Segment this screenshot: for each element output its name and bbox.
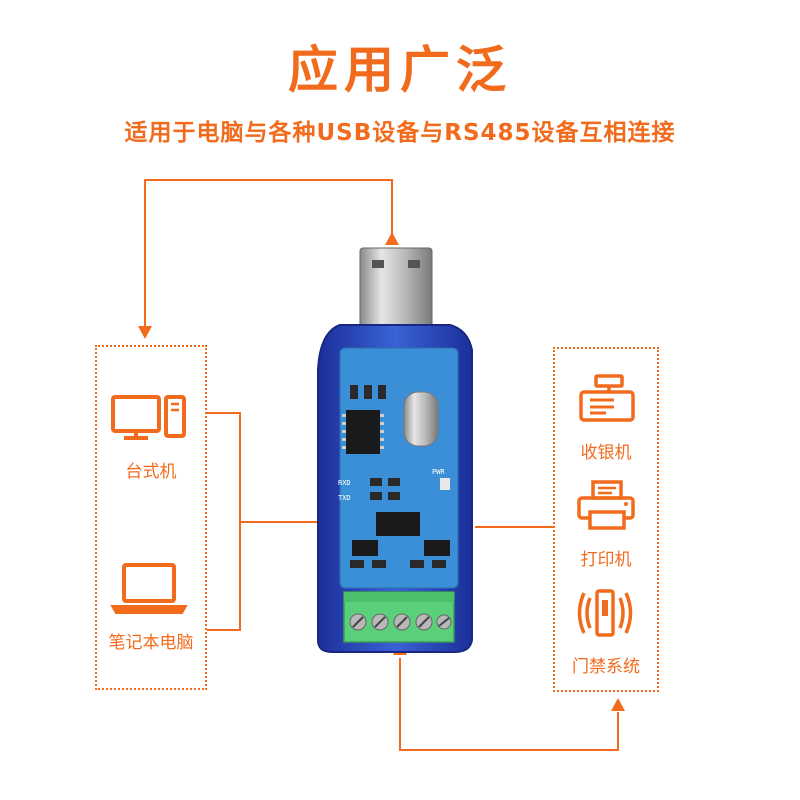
access-control-icon <box>577 589 633 637</box>
silk-label-rxd: RXD <box>338 479 351 487</box>
usb-plug <box>359 247 433 329</box>
page-subtitle: 适用于电脑与各种USB设备与RS485设备互相连接 <box>124 120 676 146</box>
smd-components <box>350 385 446 568</box>
right-device-panel <box>553 347 659 692</box>
desktop-computer-icon <box>111 395 186 440</box>
arrow-up-usb <box>385 232 399 245</box>
laptop-icon <box>110 563 188 614</box>
silk-label-pwr: PWR <box>432 468 445 476</box>
terminal-block <box>343 591 455 643</box>
silk-label-txd: TXD <box>338 494 351 502</box>
led-pwr <box>440 478 450 490</box>
chip-pins <box>342 414 384 449</box>
left-device-panel <box>95 345 207 690</box>
page-title: 应用广泛 <box>288 41 512 99</box>
chip-small-2 <box>424 540 450 556</box>
device-label-access-control: 门禁系统 <box>572 657 640 677</box>
arrow-up-right-box <box>611 698 625 711</box>
line-usb-to-left <box>144 179 393 330</box>
chip-rs485 <box>376 512 420 536</box>
chip-main <box>346 410 380 454</box>
device-label-printer: 打印机 <box>580 550 632 570</box>
device-label-laptop: 笔记本电脑 <box>108 633 194 653</box>
crystal-oscillator <box>403 391 439 447</box>
chip-small <box>352 540 378 556</box>
device-label-cash-register: 收银机 <box>580 443 632 463</box>
device-label-desktop: 台式机 <box>125 462 177 482</box>
line-terminal-to-right <box>399 658 619 751</box>
printer-icon <box>577 480 635 530</box>
cash-register-icon <box>579 374 635 422</box>
arrow-down-left-box <box>138 326 152 339</box>
